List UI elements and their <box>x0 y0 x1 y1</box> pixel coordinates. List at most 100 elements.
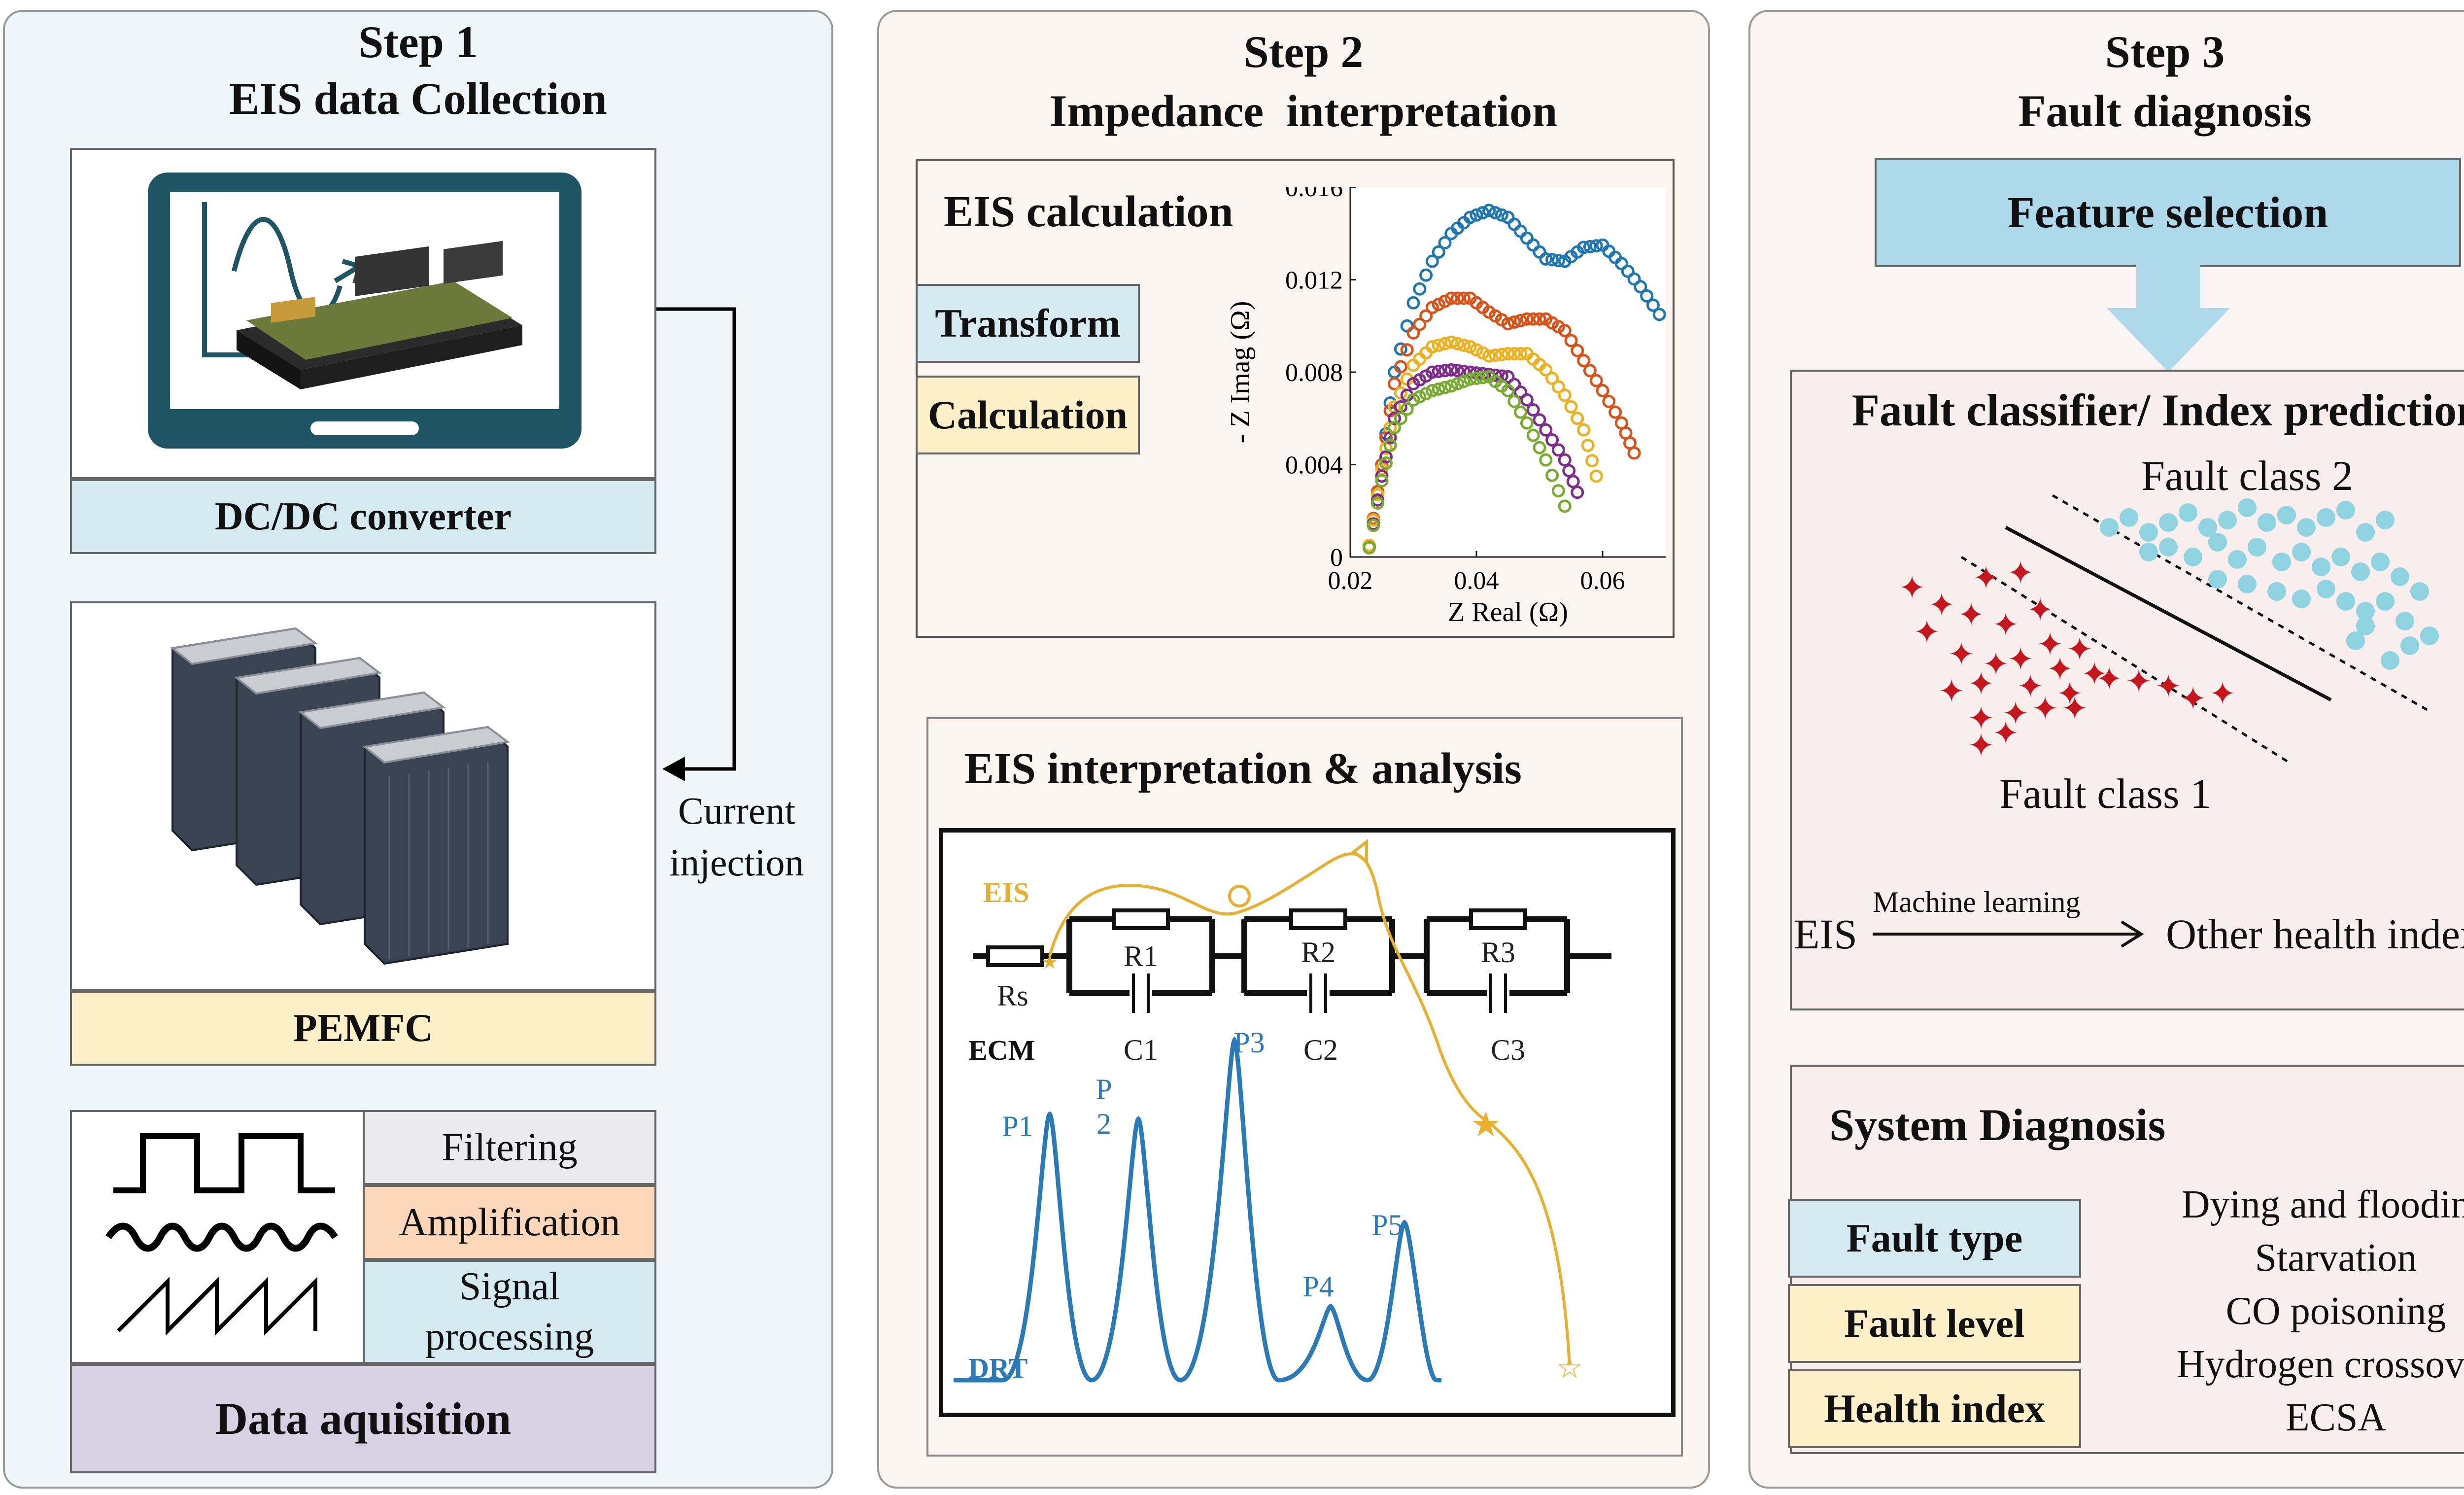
system-diagnosis-title: System Diagnosis <box>1829 1100 2166 1150</box>
fault-class-2-point <box>2238 498 2257 517</box>
fault-class-2-point <box>2159 538 2178 556</box>
r3-label: R3 <box>1481 936 1515 969</box>
pemfc-label: PEMFC <box>70 991 656 1066</box>
p3-label: P3 <box>1233 1026 1265 1059</box>
chart-point-series-1 <box>1589 374 1603 387</box>
current-injection-label-2: injection <box>669 841 804 884</box>
chart-point-series-2 <box>1551 380 1565 394</box>
fault-class-1-point: ✦ <box>1913 615 1940 651</box>
chart-point-series-1 <box>1388 377 1402 390</box>
chart-point-series-2 <box>1482 349 1496 363</box>
fault-class-2-point <box>2218 511 2237 529</box>
chart-point-series-0 <box>1432 245 1445 259</box>
ecm-tag: ECM <box>968 1034 1035 1066</box>
fault-class-2-point <box>2297 518 2316 537</box>
r1-resistor <box>1112 908 1170 930</box>
fault-class-2-point <box>2248 538 2266 556</box>
p2-label-a: P <box>1095 1073 1112 1106</box>
chart-point-series-3 <box>1451 364 1465 378</box>
chart-point-series-0 <box>1488 206 1502 220</box>
c1-label: C1 <box>1124 1034 1158 1066</box>
sine-wave-icon <box>105 1222 338 1252</box>
diag-item-4: ECSA <box>2285 1396 2387 1439</box>
chart-point-series-1 <box>1400 343 1414 357</box>
chart-point-series-4 <box>1457 375 1471 388</box>
fault-class-1-point: ✦ <box>2125 664 2152 700</box>
chart-point-series-4 <box>1501 384 1515 397</box>
fault-class-2-point <box>2198 518 2217 537</box>
p2-label-b: 2 <box>1096 1108 1111 1140</box>
current-injection-arrow <box>656 307 736 781</box>
chart-point-series-3 <box>1520 393 1534 407</box>
chart-point-series-1 <box>1520 312 1534 326</box>
chart-point-series-4 <box>1533 441 1546 454</box>
fault-class-2-points <box>2100 498 2439 670</box>
filtering-label: Filtering <box>363 1110 656 1185</box>
fault-class-2-point <box>2356 617 2375 635</box>
step1-title: Step 1 <box>358 17 478 67</box>
chart-point-series-4 <box>1432 382 1445 396</box>
fault-class-2-point <box>2292 590 2311 608</box>
chart-point-series-4 <box>1470 372 1483 385</box>
chart-point-series-4 <box>1520 416 1534 430</box>
fault-class-2-point <box>2258 513 2276 532</box>
pemfc-stack-illustration <box>170 627 510 965</box>
current-injection-label-1: Current <box>678 789 796 832</box>
fault-class-1-point: ✦ <box>2036 627 2063 663</box>
fault-class-1-point: ✦ <box>1967 666 1994 702</box>
diag-item-0: Dying and flooding <box>2181 1183 2464 1226</box>
waveform-icons <box>105 1133 338 1336</box>
chart-point-series-3 <box>1571 486 1584 499</box>
eis-marker-triangle <box>1351 838 1368 865</box>
chart-point-series-1 <box>1406 326 1420 340</box>
chart-y-tick-label: 0.008 <box>1285 359 1343 387</box>
chart-point-series-4 <box>1406 393 1420 407</box>
fault-class-1-point: ✦ <box>1972 560 1999 596</box>
chart-point-series-3 <box>1488 368 1502 382</box>
chart-point-series-2 <box>1589 469 1603 483</box>
fault-class-1-point: ✦ <box>1982 647 2009 683</box>
step3-subtitle: Fault diagnosis <box>2018 86 2312 136</box>
eis-marker-circle <box>1228 885 1251 907</box>
chart-point-series-2 <box>1476 346 1490 360</box>
chart-point-series-2 <box>1514 347 1528 360</box>
chart-point-series-4 <box>1419 387 1433 401</box>
chart-point-series-4 <box>1539 453 1553 467</box>
fault-class-2-point <box>2420 626 2439 645</box>
chart-y-tick-label: 0.016 <box>1285 187 1343 202</box>
chart-point-series-4 <box>1413 390 1427 404</box>
chart-point-series-4 <box>1507 394 1521 408</box>
ecm-circuit <box>973 916 1611 996</box>
classifier-scatter: ✦✦✦✦✦✦✦✦✦✦✦✦✦✦✦✦✦✦✦✦✦✦✦✦✦✦✦✦✦✦ <box>1898 494 2439 765</box>
amplification-label: Amplification <box>363 1185 656 1260</box>
chart-point-series-0 <box>1413 282 1427 296</box>
chart-point-series-0 <box>1394 342 1407 356</box>
chart-point-series-2 <box>1432 338 1445 352</box>
chart-point-series-2 <box>1507 347 1521 360</box>
chart-point-series-1 <box>1596 384 1609 397</box>
r3-resistor <box>1469 908 1527 930</box>
chart-point-series-4 <box>1451 377 1465 390</box>
chart-point-series-2 <box>1539 363 1553 377</box>
chart-point-series-0 <box>1476 206 1490 220</box>
chart-x-tick-label: 0.02 <box>1328 567 1373 595</box>
fault-class-1-point: ✦ <box>2046 652 2073 688</box>
square-wave-icon <box>113 1133 335 1193</box>
signal-processing-box <box>363 1260 656 1364</box>
decision-boundary <box>2005 525 2332 702</box>
fault-class-1-point: ✦ <box>2061 691 2088 727</box>
p1-label: P1 <box>1002 1110 1033 1143</box>
fault-class-1-point: ✦ <box>2081 657 2108 693</box>
chart-point-series-0 <box>1495 208 1508 222</box>
chart-point-series-3 <box>1375 469 1389 483</box>
fault-class-2-point <box>2292 543 2311 561</box>
chart-point-series-0 <box>1652 308 1666 321</box>
chart-point-series-0 <box>1482 204 1496 217</box>
chart-point-series-3 <box>1425 365 1439 379</box>
chart-point-series-2 <box>1558 388 1572 402</box>
chart-point-series-1 <box>1438 294 1452 308</box>
chart-point-series-3 <box>1526 403 1540 417</box>
chart-point-series-4 <box>1438 381 1452 394</box>
chart-point-series-4 <box>1526 428 1540 442</box>
tablet-illustration <box>148 173 582 449</box>
